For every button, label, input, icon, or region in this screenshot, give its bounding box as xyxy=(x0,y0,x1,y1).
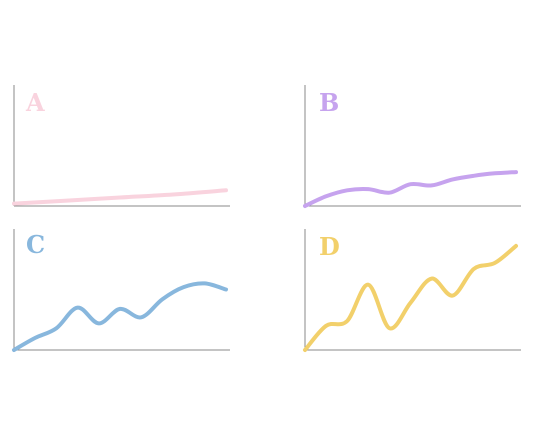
panel-label: A xyxy=(25,88,45,117)
panel-label: C xyxy=(26,230,45,259)
panel-a: A xyxy=(12,85,230,207)
panel-label: B xyxy=(319,88,339,117)
series-line xyxy=(12,281,228,352)
panel-d: D xyxy=(303,229,521,352)
panel-label: D xyxy=(319,232,340,261)
panel-c: C xyxy=(12,229,230,352)
panel-b: B xyxy=(303,85,521,208)
series-line xyxy=(303,170,518,208)
series-line xyxy=(303,243,518,352)
series-line xyxy=(12,188,228,206)
